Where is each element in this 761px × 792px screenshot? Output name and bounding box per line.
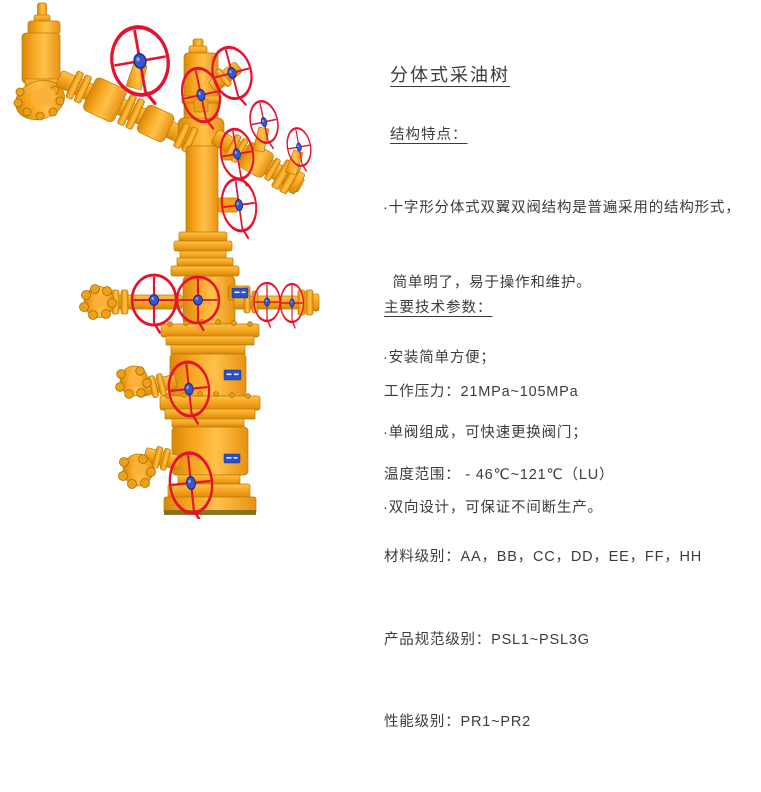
parameter-line: 产品规范级别：PSL1~PSL3G [384, 631, 590, 648]
tree-body [13, 2, 320, 515]
feature-line: ·单阀组成，可快速更换阀门； [383, 425, 588, 441]
wellhead-spool-stack [115, 319, 261, 515]
feature-line: ·十字形分体式双翼双阀结构是普遍采用的结构形式， [383, 200, 741, 216]
nameplates [223, 287, 249, 464]
left-diagonal-run [55, 70, 189, 145]
parameter-line: 材料级别：AA，BB，CC，DD，EE，FF，HH [384, 549, 703, 565]
christmas-tree-figure [0, 0, 380, 526]
nameplate [223, 369, 242, 381]
parameters-heading: 主要技术参数： [384, 300, 493, 316]
page-title: 分体式采油树 [390, 65, 510, 85]
feature-line: ·安装简单方便； [383, 350, 496, 366]
parameter-line: 温度范围： - 46℃~121℃（LU） [384, 466, 615, 483]
feature-line: 简单明了，易于操作和维护。 [383, 275, 592, 291]
feature-line: ·双向设计，可保证不间断生产。 [383, 500, 603, 516]
nameplate [223, 453, 241, 464]
top-left-valve-assembly [13, 2, 72, 121]
nameplate [231, 287, 249, 299]
parameters-list: 工作压力：21MPa~105MPa 温度范围： - 46℃~121℃（LU） 材… [384, 324, 702, 792]
product-page: { "window": { "background": "#ffffff" },… [0, 0, 740, 730]
parameter-line: 工作压力：21MPa~105MPa [384, 384, 579, 400]
christmas-tree-illustration [13, 2, 320, 526]
wheel4-bonnet [252, 126, 270, 153]
features-list: ·十字形分体式双翼双阀结构是普遍采用的结构形式， 简单明了，易于操作和维护。 ·… [383, 146, 741, 571]
features-heading: 结构特点： [390, 127, 468, 143]
parameter-line: 性能级别：PR1~PR2 [384, 714, 531, 730]
